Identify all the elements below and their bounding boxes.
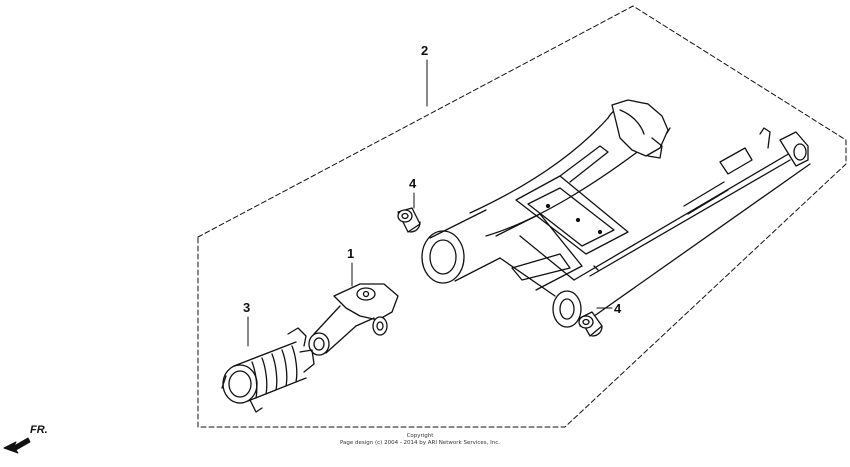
assembly-outline xyxy=(197,5,847,428)
front-direction-label: FR. xyxy=(30,424,48,436)
universal-joint xyxy=(308,283,399,356)
copyright-line: Copyright xyxy=(406,433,434,439)
callout-bushing-upper: 4 xyxy=(409,176,417,191)
front-direction-arrow-icon xyxy=(3,437,31,454)
bushing-upper xyxy=(397,207,421,233)
rubber-boot xyxy=(221,327,315,413)
callout-swing-arm: 2 xyxy=(421,43,429,58)
bushing-lower xyxy=(578,311,603,337)
callout-bushing-lower: 4 xyxy=(614,301,622,316)
page-design-credit: Page design (c) 2004 - 2014 by ARI Netwo… xyxy=(339,440,501,446)
callout-boot: 3 xyxy=(243,300,251,315)
swing-arm xyxy=(421,99,811,328)
callout-joint-yoke: 1 xyxy=(347,246,355,261)
